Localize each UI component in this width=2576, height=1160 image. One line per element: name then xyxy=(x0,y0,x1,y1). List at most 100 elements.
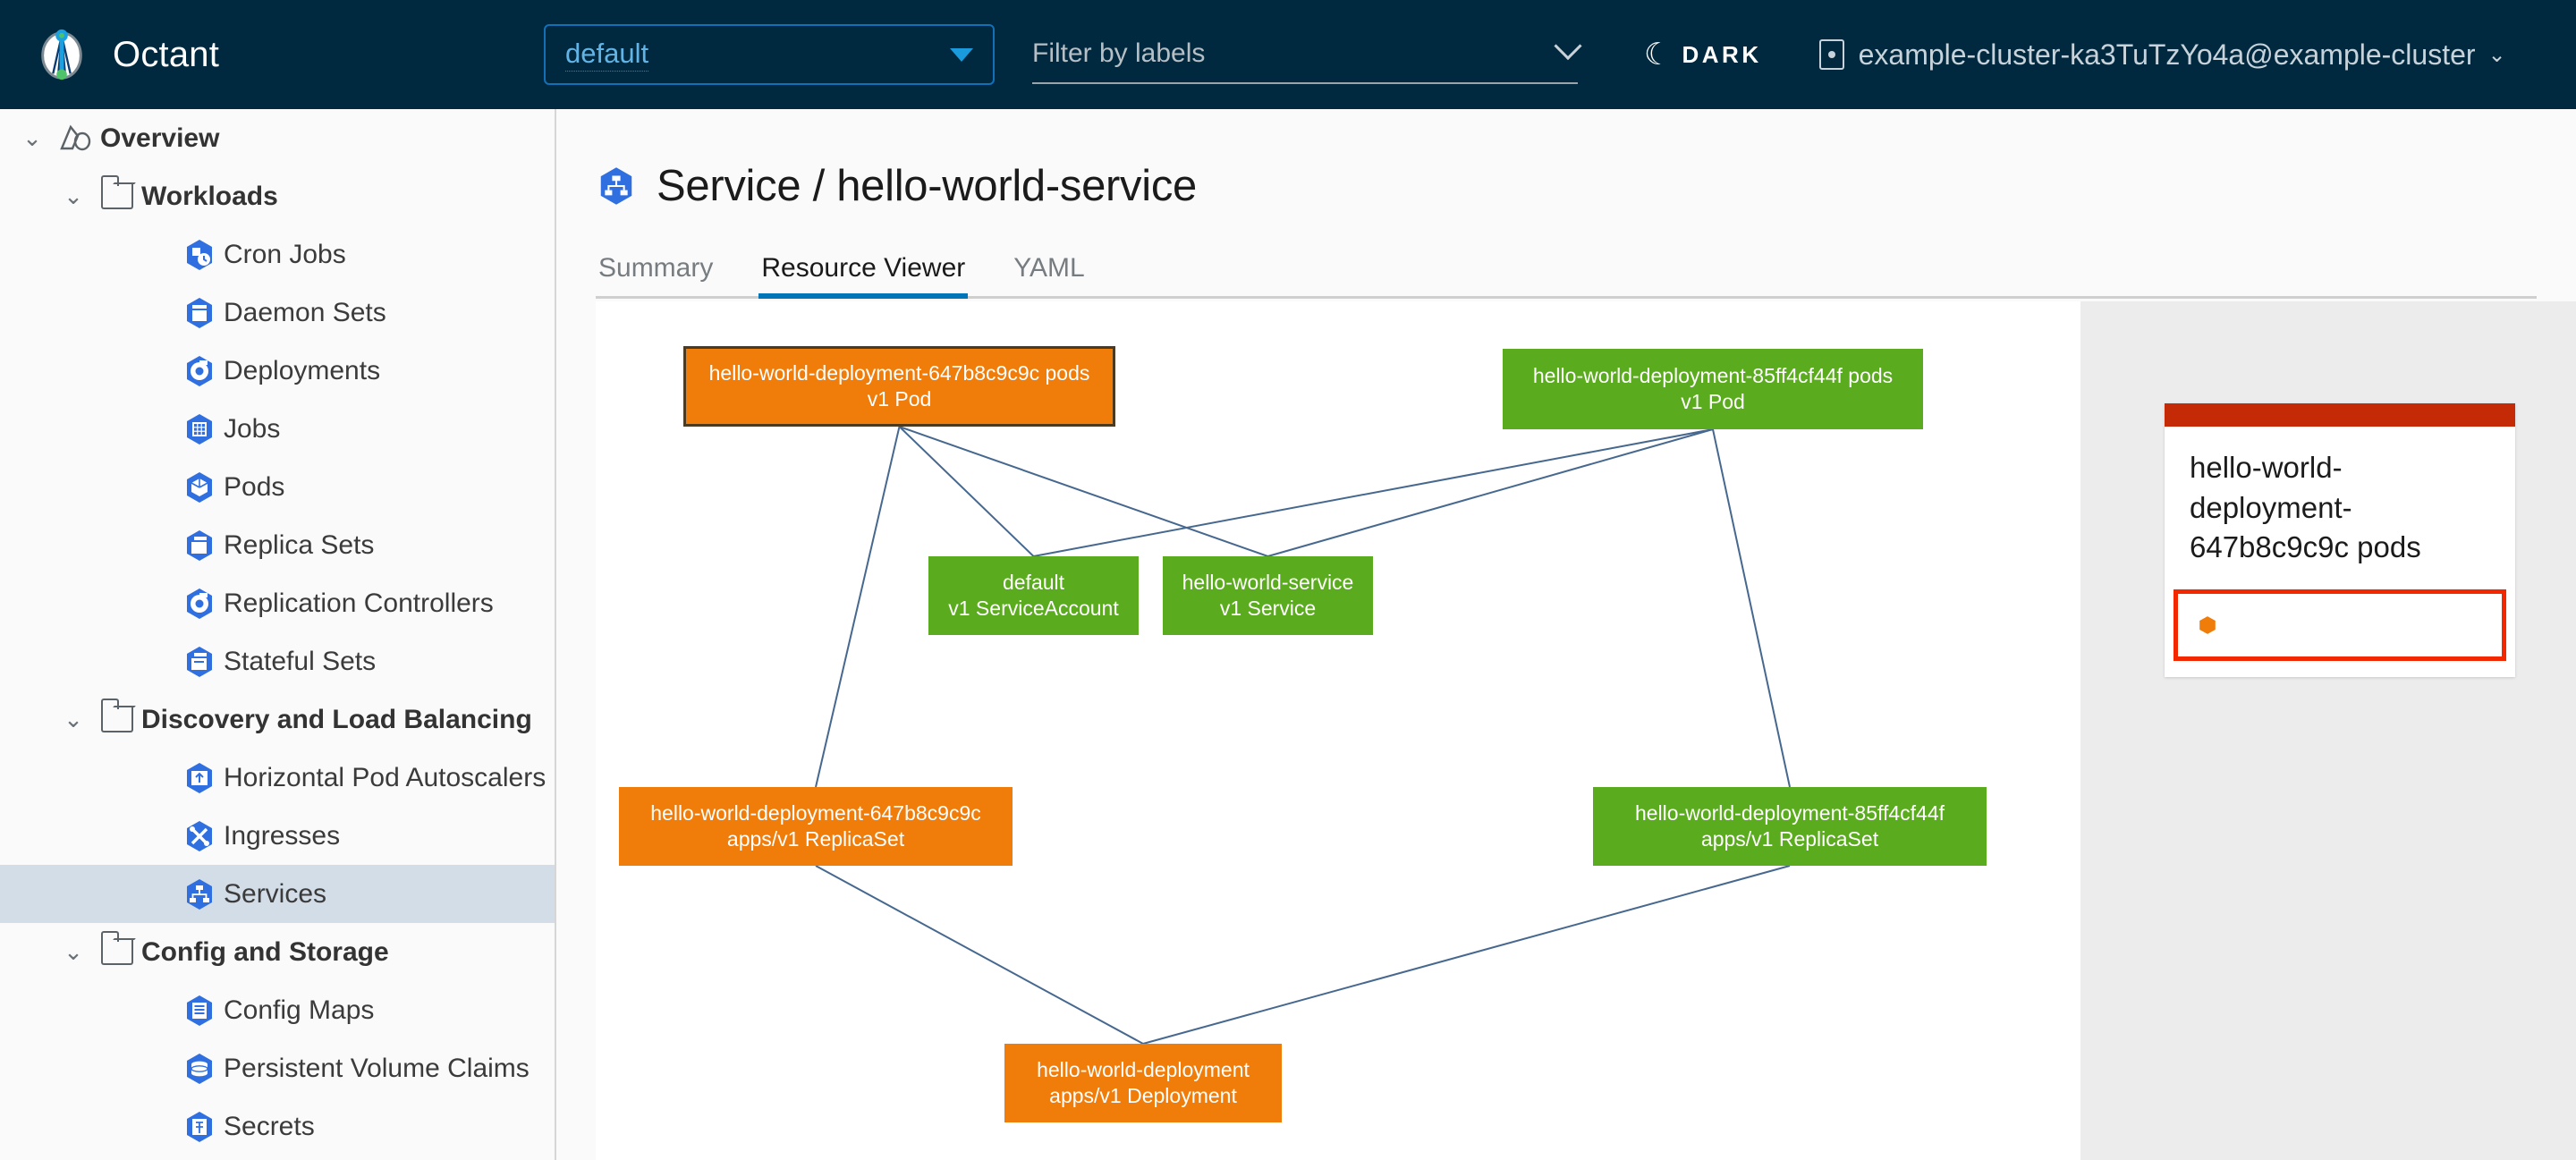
sidebar-item-cron-jobs[interactable]: Cron Jobs xyxy=(0,225,555,284)
sidebar-item-label: Secrets xyxy=(224,1111,315,1141)
tab-summary[interactable]: Summary xyxy=(598,253,714,283)
k8s-pvc-icon xyxy=(187,1053,212,1084)
chevron-down-icon[interactable]: ⌄ xyxy=(64,938,83,965)
sidebar-item-overview[interactable]: ⌄ Overview xyxy=(0,109,555,167)
graph-edge-pod-647-to-serviceaccount xyxy=(898,426,1035,557)
app-header: Octant default Filter by labels ☾ DARK e… xyxy=(0,0,2576,109)
theme-toggle-label: DARK xyxy=(1682,40,1762,68)
k8s-pod-icon xyxy=(187,471,212,503)
sidebar-item-jobs[interactable]: Jobs xyxy=(0,400,555,458)
sidebar-item-label: Jobs xyxy=(224,413,281,444)
overview-icon xyxy=(60,124,91,150)
sidebar-item-deployments[interactable]: Deployments xyxy=(0,342,555,400)
sidebar-item-stateful-sets[interactable]: Stateful Sets xyxy=(0,632,555,690)
k8s-configmap-icon xyxy=(187,995,212,1026)
page-title-row: Service / hello-world-service xyxy=(596,161,2576,211)
octant-logo-icon xyxy=(41,29,82,80)
label-filter-placeholder: Filter by labels xyxy=(1032,38,1206,68)
sidebar-item-ingresses[interactable]: Ingresses xyxy=(0,807,555,865)
namespace-select[interactable]: default xyxy=(544,24,995,85)
sidebar-item-secrets[interactable]: Secrets xyxy=(0,1097,555,1156)
label-filter-input[interactable]: Filter by labels xyxy=(1032,25,1582,84)
sidebar-item-pods[interactable]: Pods xyxy=(0,458,555,516)
cluster-name: example-cluster-ka3TuTzYo4a@example-clus… xyxy=(1858,38,2476,71)
main-content: Service / hello-world-service Summary Res… xyxy=(558,109,2576,1160)
detail-side-panel: hello-world-deployment-647b8c9c9c pods xyxy=(2080,301,2576,1160)
detail-card[interactable]: hello-world-deployment-647b8c9c9c pods xyxy=(2165,403,2515,677)
k8s-cronjob-icon xyxy=(187,239,212,270)
k8s-replicaset-icon-wrap xyxy=(175,529,224,563)
sidebar-item-persistent-volume-claims[interactable]: Persistent Volume Claims xyxy=(0,1039,555,1097)
chevron-down-icon: ⌄ xyxy=(2487,42,2506,67)
sidebar-item-discovery-and-load-balancing[interactable]: ⌄ Discovery and Load Balancing xyxy=(0,690,555,749)
sidebar-item-replication-controllers[interactable]: Replication Controllers xyxy=(0,574,555,632)
k8s-daemonset-icon xyxy=(187,297,212,328)
tab-yaml[interactable]: YAML xyxy=(1013,253,1085,283)
detail-card-title: hello-world-deployment-647b8c9c9c pods xyxy=(2190,451,2421,564)
sidebar-item-label: Config and Storage xyxy=(141,936,389,967)
folder-icon-wrap xyxy=(93,930,141,965)
k8s-job-icon-wrap xyxy=(175,412,224,446)
theme-toggle-button[interactable]: ☾ DARK xyxy=(1644,39,1762,70)
chevron-down-icon[interactable]: ⌄ xyxy=(22,124,42,151)
graph-edges xyxy=(815,426,1791,1045)
sidebar-item-services[interactable]: Services xyxy=(0,865,555,923)
chevron-down-icon xyxy=(1554,31,1582,61)
sidebar-item-label: Cron Jobs xyxy=(224,239,346,269)
detail-status-box[interactable] xyxy=(2174,588,2506,661)
sidebar-item-workloads[interactable]: ⌄ Workloads xyxy=(0,167,555,225)
sidebar-item-horizontal-pod-autoscalers[interactable]: Horizontal Pod Autoscalers xyxy=(0,749,555,807)
sidebar-item-label: Discovery and Load Balancing xyxy=(141,704,532,734)
k8s-deployment-icon xyxy=(187,355,212,386)
sidebar-item-label: Workloads xyxy=(141,181,278,211)
graph-node-service[interactable]: hello-world-service v1 Service xyxy=(1163,556,1373,635)
k8s-replicaset-icon xyxy=(187,529,212,561)
graph-node-kind: apps/v1 Deployment xyxy=(1049,1084,1237,1107)
graph-node-kind: v1 Service xyxy=(1219,597,1317,620)
sidebar-item-label: Services xyxy=(224,878,327,909)
graph-node-kind: v1 ServiceAccount xyxy=(948,597,1119,620)
sidebar-item-label: Config Maps xyxy=(224,995,375,1025)
brand-name: Octant xyxy=(113,34,220,74)
sidebar-item-config-and-storage[interactable]: ⌄ Config and Storage xyxy=(0,923,555,981)
brand[interactable]: Octant xyxy=(34,27,535,82)
graph-edge-pod-85f-to-serviceaccount xyxy=(1033,428,1714,557)
sidebar-item-config-maps[interactable]: Config Maps xyxy=(0,981,555,1039)
status-hexagon-icon xyxy=(2199,615,2216,634)
graph-node-kind: v1 Pod xyxy=(1681,390,1745,413)
k8s-service-icon-wrap xyxy=(175,877,224,911)
sidebar-item-label: Persistent Volume Claims xyxy=(224,1053,530,1083)
sidebar-item-replica-sets[interactable]: Replica Sets xyxy=(0,516,555,574)
graph-node-name: hello-world-deployment-647b8c9c9c xyxy=(650,800,981,825)
graph-node-name: hello-world-service xyxy=(1182,570,1354,594)
folder-icon-wrap xyxy=(93,698,141,732)
chevron-down-icon[interactable]: ⌄ xyxy=(64,706,83,732)
k8s-daemonset-icon-wrap xyxy=(175,296,224,330)
graph-edge-pod-85f-to-rs-85f xyxy=(1712,428,1791,788)
graph-edge-pod-85f-to-service xyxy=(1267,428,1714,557)
k8s-service-icon xyxy=(187,878,212,910)
graph-node-name: hello-world-deployment-85ff4cf44f xyxy=(1634,800,1945,825)
sidebar-item-daemon-sets[interactable]: Daemon Sets xyxy=(0,284,555,342)
sidebar-item-label: Deployments xyxy=(224,355,381,385)
graph-node-kind: apps/v1 ReplicaSet xyxy=(1700,827,1879,851)
page-title: Service / hello-world-service xyxy=(657,162,1197,210)
tab-resource-viewer[interactable]: Resource Viewer xyxy=(758,253,969,299)
sidebar-item-label: Pods xyxy=(224,471,285,502)
caret-down-icon xyxy=(950,47,973,62)
overview-icon-wrap xyxy=(52,123,100,154)
moon-icon: ☾ xyxy=(1644,38,1672,72)
k8s-job-icon xyxy=(187,413,212,445)
cluster-select[interactable]: example-cluster-ka3TuTzYo4a@example-clus… xyxy=(1818,38,2506,72)
sidebar-item-label: Overview xyxy=(100,123,220,153)
folder-icon xyxy=(101,174,133,209)
k8s-deployment-icon-wrap xyxy=(175,354,224,388)
chevron-down-icon[interactable]: ⌄ xyxy=(64,182,83,209)
